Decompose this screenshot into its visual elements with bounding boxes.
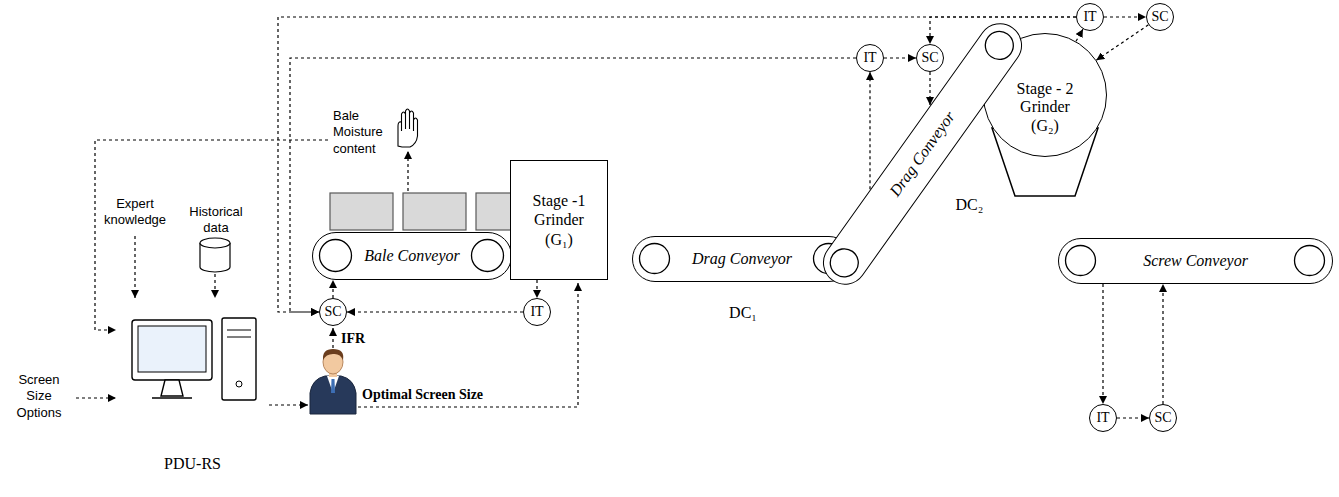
node-label: PDU-RS (164, 455, 221, 473)
bale (403, 193, 466, 230)
control-circle: SC (916, 44, 944, 72)
signal-connector (1162, 284, 1163, 404)
annotation-label: Screen Size Options (8, 372, 70, 421)
screen-size-arrow (358, 283, 578, 407)
node-label: Drag Conveyor (692, 250, 792, 268)
control-circle: IT (856, 44, 884, 72)
annotation-label: Optimal Screen Size (362, 386, 483, 404)
signal-connector (536, 280, 537, 298)
node-label: SC (324, 304, 341, 320)
component-tag: DC₁ (729, 304, 757, 322)
screen-options-arrow (76, 397, 116, 398)
node-label: SC (921, 50, 938, 66)
control-circle: SC (319, 298, 347, 326)
node-label: Bale Conveyor (364, 247, 460, 265)
signal-connector (869, 72, 870, 189)
person-suit (310, 376, 356, 414)
signal-connector (278, 17, 1076, 312)
hand-icon (398, 109, 418, 147)
history-input-arrow (214, 274, 215, 298)
expert-input-arrow (134, 236, 135, 298)
node-label: SC (1151, 9, 1168, 25)
node-label: IT (1096, 410, 1109, 426)
node-label: IT (863, 50, 876, 66)
control-circle: IT (1089, 404, 1117, 432)
roller (980, 25, 1019, 64)
conveyor: Bale Conveyor (312, 232, 512, 280)
tower-slot (227, 330, 251, 331)
person-shirt (327, 376, 339, 393)
grinder-box: Stage -1 Grinder (G₁) (510, 160, 608, 280)
roller (1066, 246, 1096, 276)
computer-tower (222, 318, 256, 400)
monitor-screen (138, 326, 206, 372)
roller (640, 244, 670, 274)
monitor-base (152, 397, 192, 398)
person-tie (331, 379, 335, 393)
annotation-label: Historical data (180, 204, 252, 237)
control-circle: IT (523, 298, 551, 326)
monitor-icon (132, 320, 212, 380)
signal-connector (290, 58, 856, 312)
moisture-reading-arrow (407, 151, 408, 191)
signal-connector (332, 280, 333, 298)
tower-slot (227, 337, 251, 338)
recommendation-arrow (269, 404, 308, 405)
roller (1295, 246, 1325, 276)
control-circle: SC (1146, 3, 1174, 31)
annotation-label: IFR (341, 330, 365, 348)
conveyor: Drag ConveyorDC₁ (632, 236, 852, 282)
tower-button (236, 381, 242, 387)
node-label: Stage - 2 Grinder (G₂) (984, 80, 1106, 135)
component-tag: DC₂ (955, 196, 983, 214)
node-label: SC (1154, 410, 1171, 426)
bale (330, 193, 393, 230)
signal-connector (347, 311, 523, 312)
monitor-stand (161, 380, 183, 396)
control-circle: IT (1076, 3, 1104, 31)
roller (825, 243, 864, 282)
signal-connector (1096, 25, 1148, 60)
annotation-label: Expert knowledge (99, 196, 171, 229)
annotation-label: Bale Moisture content (333, 108, 395, 157)
node-label: Screw Conveyor (1143, 252, 1248, 270)
conveyor: Screw Conveyor (1058, 238, 1333, 284)
person-head (323, 350, 343, 374)
database-cylinder-top (200, 238, 230, 248)
roller (320, 240, 352, 272)
computer-system-box: PDU-RS (117, 300, 268, 483)
moisture-input-line (95, 140, 328, 330)
node-label: Drag Conveyor (886, 108, 959, 200)
ifr-arrow (332, 328, 333, 348)
signal-connector (1076, 29, 1083, 41)
signal-connector (1102, 284, 1103, 404)
node-label: Stage -1 Grinder (G₁) (511, 191, 607, 249)
roller (472, 240, 504, 272)
signal-connector (1104, 16, 1146, 17)
signal-connector (1117, 417, 1149, 418)
control-circle: SC (1149, 404, 1177, 432)
signal-connector (884, 57, 916, 58)
signal-connector (929, 72, 930, 105)
person-icon (310, 349, 356, 414)
node-label: IT (1083, 9, 1096, 25)
node-label: IT (530, 304, 543, 320)
person-hair (323, 349, 343, 360)
